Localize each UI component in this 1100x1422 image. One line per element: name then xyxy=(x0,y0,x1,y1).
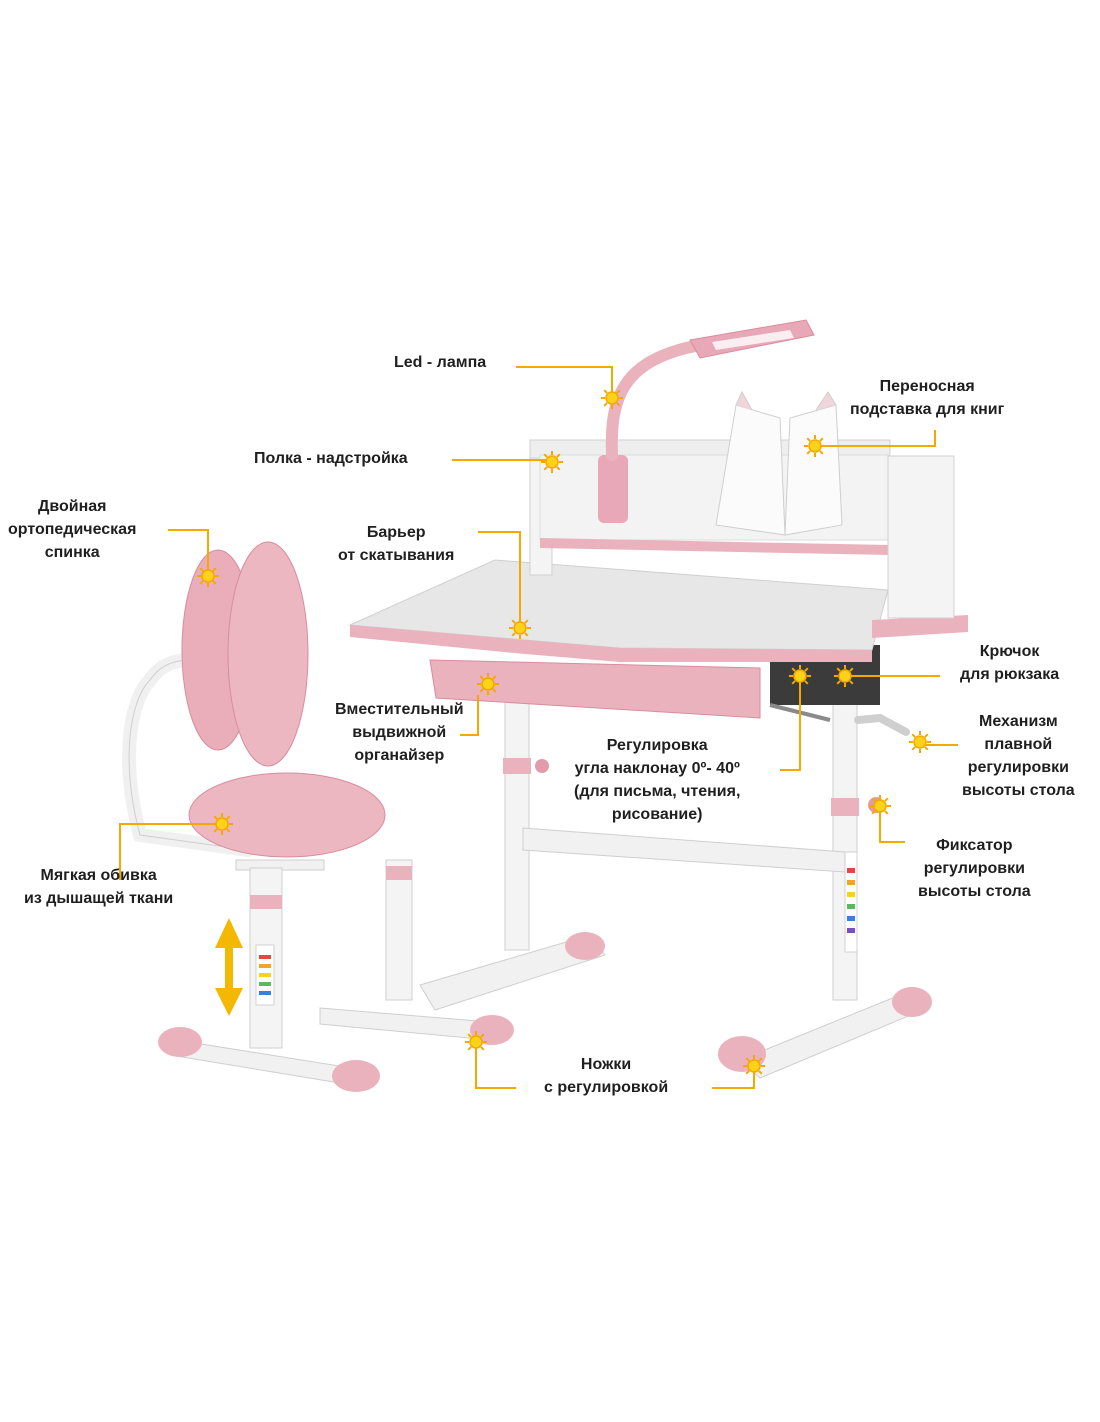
desk xyxy=(348,319,968,1079)
label-led-lamp: Led - лампа xyxy=(394,354,487,371)
label-book-stand: Переносная подставка для книг xyxy=(850,378,1005,418)
double-arrow-vertical-icon xyxy=(215,918,243,1016)
lamp-neck xyxy=(605,339,706,461)
tilt-line xyxy=(780,676,801,771)
barrier-line xyxy=(478,531,521,628)
label-mechanism: Механизм плавной регулировки высоты стол… xyxy=(962,713,1075,799)
label-hook: Крючок для рюкзака xyxy=(960,643,1060,683)
marker-upholstery-icon xyxy=(211,813,233,835)
label-fixator: Фиксатор регулировки высоты стола xyxy=(918,837,1031,900)
marker-led-lamp-icon xyxy=(601,387,623,409)
chair-back-collar xyxy=(386,866,412,880)
fixator-line xyxy=(879,806,905,843)
desk-left-foot-bar xyxy=(419,934,606,1011)
double-back-line xyxy=(168,529,209,574)
marker-shelf-icon xyxy=(541,451,563,473)
marker-book-stand-icon xyxy=(804,435,826,457)
desk-side-shelf xyxy=(872,615,968,638)
label-tilt: Регулировка угла наклонау 0º- 40º (для п… xyxy=(574,737,741,823)
lamp-light xyxy=(712,330,794,350)
marker-barrier-icon xyxy=(509,617,531,639)
legs-line-left xyxy=(475,1042,516,1089)
chair-back-leg xyxy=(385,859,413,1001)
book-stand xyxy=(715,390,843,536)
chair-back-right-pad xyxy=(227,541,309,767)
marker-tilt-icon xyxy=(789,665,811,687)
book-stand-line xyxy=(815,430,936,447)
chair-foot-front-right xyxy=(332,1060,380,1092)
desk-crossbar xyxy=(522,827,846,873)
marker-legs-left-icon xyxy=(465,1031,487,1053)
marker-fixator-icon xyxy=(869,795,891,817)
desk-right-foot-bar xyxy=(739,994,919,1079)
marker-legs-right-icon xyxy=(743,1055,765,1077)
label-shelf: Полка - надстройка xyxy=(254,450,408,467)
organizer-line xyxy=(460,695,479,736)
organizer-drawer xyxy=(429,659,761,719)
label-double-back: Двойная ортопедическая спинка xyxy=(8,498,137,561)
desk-left-collar xyxy=(503,758,531,774)
chair-height-scale xyxy=(255,944,275,1006)
label-organizer: Вместительный выдвижной органайзер xyxy=(335,701,464,764)
marker-organizer-icon xyxy=(477,673,499,695)
led-lamp xyxy=(598,319,815,523)
marker-mechanism-icon xyxy=(909,731,931,753)
hutch-shelf-edge xyxy=(540,538,890,555)
label-barrier: Барьер от скатывания xyxy=(338,524,455,564)
chair-seat xyxy=(188,772,386,858)
desk-right-back-foot xyxy=(892,987,932,1017)
chair-back-support-outline xyxy=(128,659,249,851)
upholstery-line xyxy=(119,823,222,880)
led-lamp-line xyxy=(516,366,613,398)
desk-height-scale xyxy=(844,851,858,953)
lamp-base xyxy=(598,455,628,523)
marker-hook-icon xyxy=(834,665,856,687)
chair-foot-front-left xyxy=(158,1027,202,1057)
desk-left-knob xyxy=(535,759,549,773)
desk-left-back-foot xyxy=(565,932,605,960)
hutch-right-panel xyxy=(887,455,955,619)
height-crank-handle xyxy=(854,713,910,736)
desk-top-edge xyxy=(350,625,872,662)
label-legs: Ножки с регулировкой xyxy=(544,1056,669,1096)
desk-left-leg xyxy=(504,679,530,951)
chair xyxy=(122,541,514,1092)
desk-right-collar xyxy=(831,798,859,816)
marker-double-back-icon xyxy=(197,565,219,587)
chair-front-collar xyxy=(250,895,282,909)
chair-back-foot-bar xyxy=(319,1007,491,1041)
label-upholstery: Мягкая обивка из дышащей ткани xyxy=(24,867,174,907)
